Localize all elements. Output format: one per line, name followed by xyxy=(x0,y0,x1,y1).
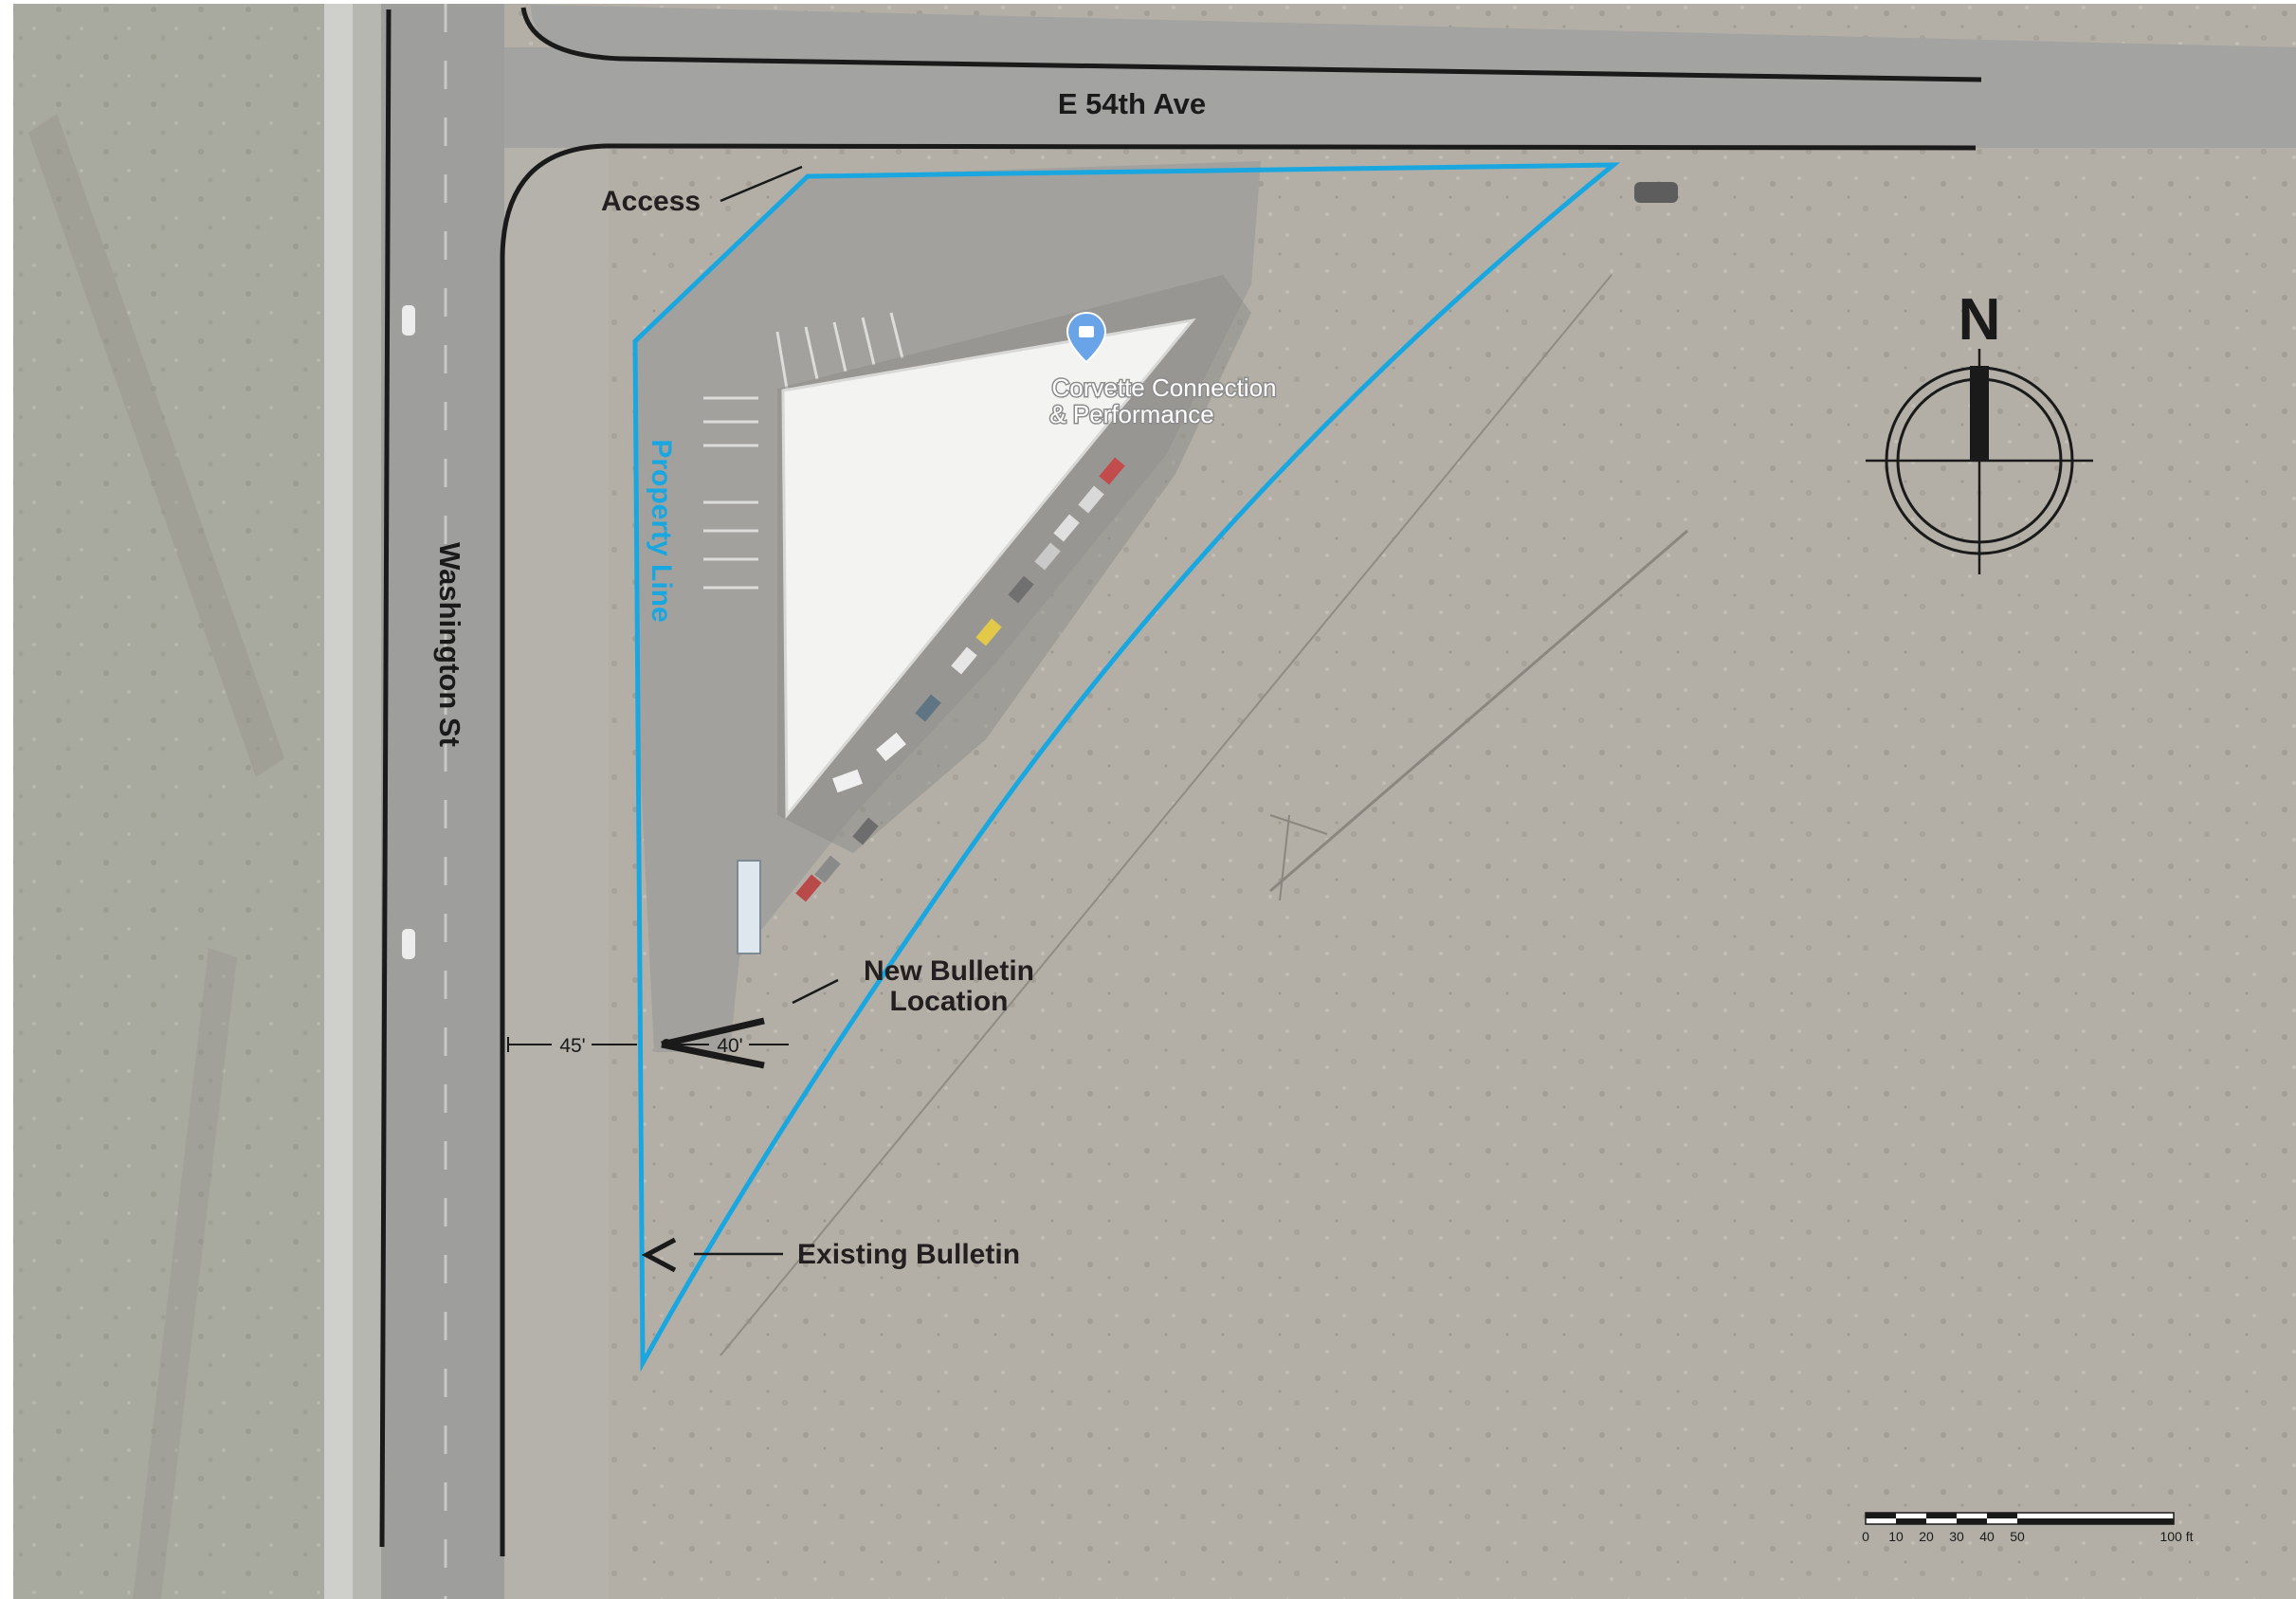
business-name-line1: Corvette Connection xyxy=(1051,373,1276,402)
scale-label-20: 20 xyxy=(1919,1529,1934,1544)
map-pin-icon xyxy=(1066,311,1107,364)
existing-bulletin-label: Existing Bulletin xyxy=(797,1239,1020,1270)
business-marker: Corvette Connection & Performance xyxy=(1048,311,1278,430)
road-label-e-54th-ave: E 54th Ave xyxy=(1058,87,1206,120)
scale-bar: 0 10 20 30 40 50 100 ft xyxy=(1862,1512,2194,1544)
scale-label-0: 0 xyxy=(1862,1529,1869,1544)
scale-label-30: 30 xyxy=(1949,1529,1964,1544)
scale-label-50: 50 xyxy=(2010,1529,2025,1544)
north-letter: N xyxy=(1959,287,2001,353)
access-callout: Access xyxy=(601,165,803,217)
north-arrow: N xyxy=(1866,287,2093,574)
property-line xyxy=(632,162,1621,1372)
dimension-45ft: 45' xyxy=(559,1035,585,1057)
road-label-washington-st: Washington St xyxy=(433,542,466,747)
new-bulletin-callout: New Bulletin Location xyxy=(792,955,1034,1017)
parked-cars xyxy=(402,182,1678,959)
business-name-line2: & Performance xyxy=(1049,400,1213,428)
scale-label-40: 40 xyxy=(1979,1529,1995,1544)
dimension-40ft: 40' xyxy=(717,1035,742,1057)
new-bulletin-label-line1: New Bulletin xyxy=(864,955,1034,987)
access-label: Access xyxy=(601,186,701,217)
scale-label-10: 10 xyxy=(1888,1529,1904,1544)
road-edges xyxy=(379,7,1982,1556)
existing-bulletin-symbol xyxy=(641,1237,677,1273)
existing-bulletin-callout: Existing Bulletin xyxy=(641,1237,1020,1273)
new-bulletin-label-line2: Location xyxy=(890,986,1009,1017)
scale-label-100: 100 ft xyxy=(2159,1529,2193,1544)
property-line-label: Property Line xyxy=(646,439,677,622)
dimension-lines xyxy=(507,1037,789,1052)
